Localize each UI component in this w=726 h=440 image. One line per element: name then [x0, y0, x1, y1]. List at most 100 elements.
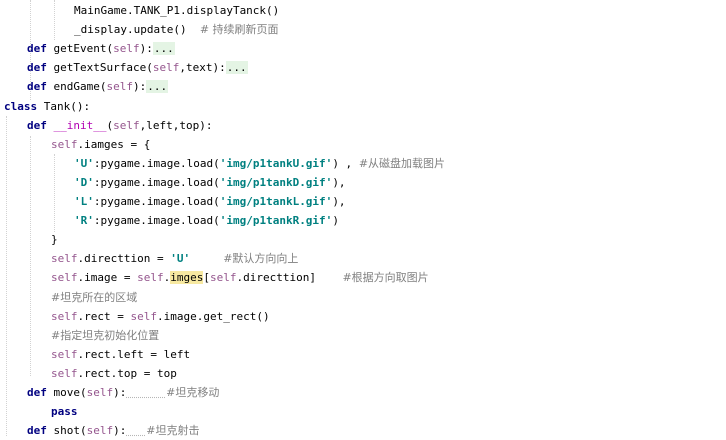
code-string: 'U' — [170, 252, 191, 266]
code-token: self — [51, 271, 78, 285]
code-token: ): — [113, 386, 127, 399]
code-token: endGame( — [46, 80, 107, 94]
code-line[interactable]: class Tank(): — [4, 97, 90, 116]
code-token: .rect.left = left — [77, 347, 191, 361]
code-token: Tank(): — [37, 99, 91, 113]
code-line[interactable]: } — [51, 230, 58, 249]
code-token — [187, 23, 200, 36]
code-comment: #坦克所在的区域 — [51, 290, 138, 304]
folded-code-marker[interactable]: ... — [152, 42, 175, 56]
code-token — [126, 424, 146, 437]
code-token: :pygame.image.load( — [93, 214, 220, 228]
code-token: self — [130, 309, 157, 323]
code-line[interactable]: MainGame.TANK_P1.displayTanck() — [74, 1, 279, 20]
code-line[interactable]: self.directtion = 'U' #默认方向向上 — [51, 249, 298, 268]
code-string: 'U' — [74, 156, 94, 170]
code-line[interactable]: def shot(self): #坦克射击 — [27, 421, 199, 440]
code-token: self — [51, 137, 78, 151]
code-token: self — [86, 424, 114, 438]
code-keyword: def — [27, 118, 47, 132]
code-token: ): — [132, 80, 147, 94]
indent-guide — [30, 0, 31, 100]
code-token: .image.get_rect() — [156, 309, 270, 323]
code-token: self — [51, 252, 78, 266]
code-line[interactable]: self.rect.top = top — [51, 364, 177, 383]
code-keyword: def — [27, 80, 47, 94]
code-token: .rect = — [77, 309, 131, 323]
code-token — [316, 271, 343, 284]
code-line[interactable]: def __init__(self,left,top): — [27, 116, 212, 135]
code-line[interactable]: #指定坦克初始化位置 — [51, 326, 159, 345]
code-token: :pygame.image.load( — [93, 156, 220, 170]
code-string: 'img/p1tankU.gif' — [219, 156, 333, 170]
code-comment: #坦克射击 — [146, 424, 200, 438]
code-line[interactable]: def endGame(self):... — [27, 77, 169, 96]
code-token: self — [51, 366, 78, 380]
code-line[interactable]: self.rect = self.image.get_rect() — [51, 307, 270, 326]
code-line[interactable]: def getEvent(self):... — [27, 39, 175, 58]
code-token: .directtion] — [236, 271, 316, 285]
code-token: self — [51, 309, 78, 323]
code-line[interactable]: def move(self): #坦克移动 — [27, 383, 219, 402]
code-string: 'D' — [74, 175, 94, 189]
code-line[interactable]: 'U':pygame.image.load('img/p1tankU.gif')… — [74, 154, 445, 173]
code-line[interactable]: #坦克所在的区域 — [51, 288, 137, 307]
code-token: self — [113, 42, 140, 56]
code-string: 'R' — [74, 214, 94, 228]
indent-guide — [6, 116, 7, 436]
code-line[interactable]: self.rect.left = left — [51, 345, 190, 364]
code-token: . — [163, 271, 171, 285]
code-keyword: def — [27, 61, 47, 75]
code-keyword: pass — [51, 405, 78, 419]
code-line[interactable]: 'L':pygame.image.load('img/p1tankL.gif')… — [74, 192, 346, 211]
code-token: getTextSurface( — [46, 61, 153, 75]
code-line[interactable]: _display.update() # 持续刷新页面 — [74, 20, 279, 39]
code-token: ,left,top): — [139, 118, 213, 132]
folded-code-marker[interactable]: ... — [225, 61, 248, 75]
code-keyword: def — [27, 386, 47, 399]
code-token: [ — [203, 271, 210, 285]
indent-guide — [54, 0, 55, 40]
code-token: ): — [139, 42, 153, 56]
code-comment: #从磁盘加载图片 — [358, 156, 446, 170]
code-token: .rect.top = top — [77, 366, 177, 380]
code-line[interactable]: def getTextSurface(self,text):... — [27, 58, 248, 77]
code-token: .directtion = — [77, 252, 171, 266]
code-line[interactable]: self.image = self.imges[self.directtion]… — [51, 268, 429, 287]
code-keyword: def — [27, 42, 47, 56]
code-token: :pygame.image.load( — [93, 175, 220, 189]
code-token: self — [51, 347, 78, 361]
code-token: .iamges = { — [77, 137, 151, 151]
code-token: ) — [332, 214, 339, 228]
code-token: ), — [332, 175, 346, 189]
code-line[interactable]: 'D':pygame.image.load('img/p1tankD.gif')… — [74, 173, 346, 192]
code-string: 'img/p1tankR.gif' — [219, 214, 333, 228]
code-token: getEvent( — [46, 42, 114, 56]
code-line[interactable]: 'R':pygame.image.load('img/p1tankR.gif') — [74, 211, 339, 230]
code-token: ( — [106, 118, 114, 132]
code-token: shot( — [46, 424, 87, 438]
code-token: .image = — [77, 271, 138, 285]
indent-guide — [54, 154, 55, 232]
code-token: imges — [170, 271, 204, 285]
code-string: 'img/p1tankD.gif' — [219, 175, 333, 189]
code-keyword: def — [27, 424, 47, 438]
code-string: 'L' — [74, 195, 94, 208]
code-token: ): — [113, 424, 127, 438]
code-token: ) , — [332, 156, 359, 170]
code-token: self — [209, 271, 237, 285]
code-line[interactable]: self.iamges = { — [51, 135, 150, 154]
folded-code-marker[interactable]: ... — [146, 80, 169, 94]
code-token — [126, 386, 166, 399]
code-token — [190, 252, 223, 265]
code-comment: # 持续刷新页面 — [199, 23, 279, 37]
code-line[interactable]: pass — [51, 402, 78, 421]
code-token: self — [106, 80, 133, 94]
code-token: _display.update() — [74, 23, 187, 37]
code-keyword: class — [4, 99, 38, 113]
code-token: self — [113, 118, 140, 132]
code-token: } — [51, 233, 58, 247]
code-token — [47, 119, 54, 132]
code-token: :pygame.image.load( — [93, 195, 220, 208]
